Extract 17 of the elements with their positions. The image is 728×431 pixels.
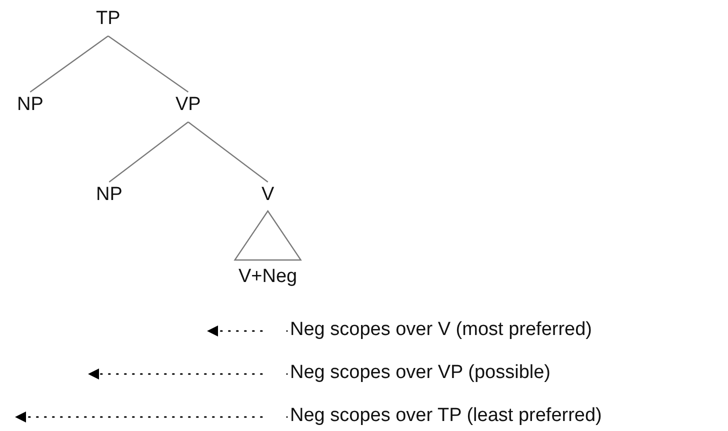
node-label: VP bbox=[176, 94, 201, 116]
scope-arrow bbox=[14, 412, 288, 422]
tree-branch bbox=[108, 36, 189, 92]
node-label: Neg scopes over V (most preferred) bbox=[290, 319, 592, 341]
node-label: Neg scopes over TP (least preferred) bbox=[290, 405, 602, 427]
scope-arrow bbox=[87, 368, 288, 380]
tree-branch bbox=[30, 36, 108, 92]
node-label: NP bbox=[96, 184, 122, 206]
node-label: Neg scopes over VP (possible) bbox=[290, 362, 550, 384]
tree-branch bbox=[188, 122, 268, 182]
tree-branch bbox=[108, 122, 189, 182]
scope-arrow bbox=[206, 326, 288, 336]
node-label: V bbox=[262, 184, 274, 206]
node-label: V+Neg bbox=[238, 266, 298, 288]
triangle-branch bbox=[234, 210, 302, 261]
node-label: TP bbox=[96, 8, 120, 30]
node-label: NP bbox=[17, 94, 44, 116]
